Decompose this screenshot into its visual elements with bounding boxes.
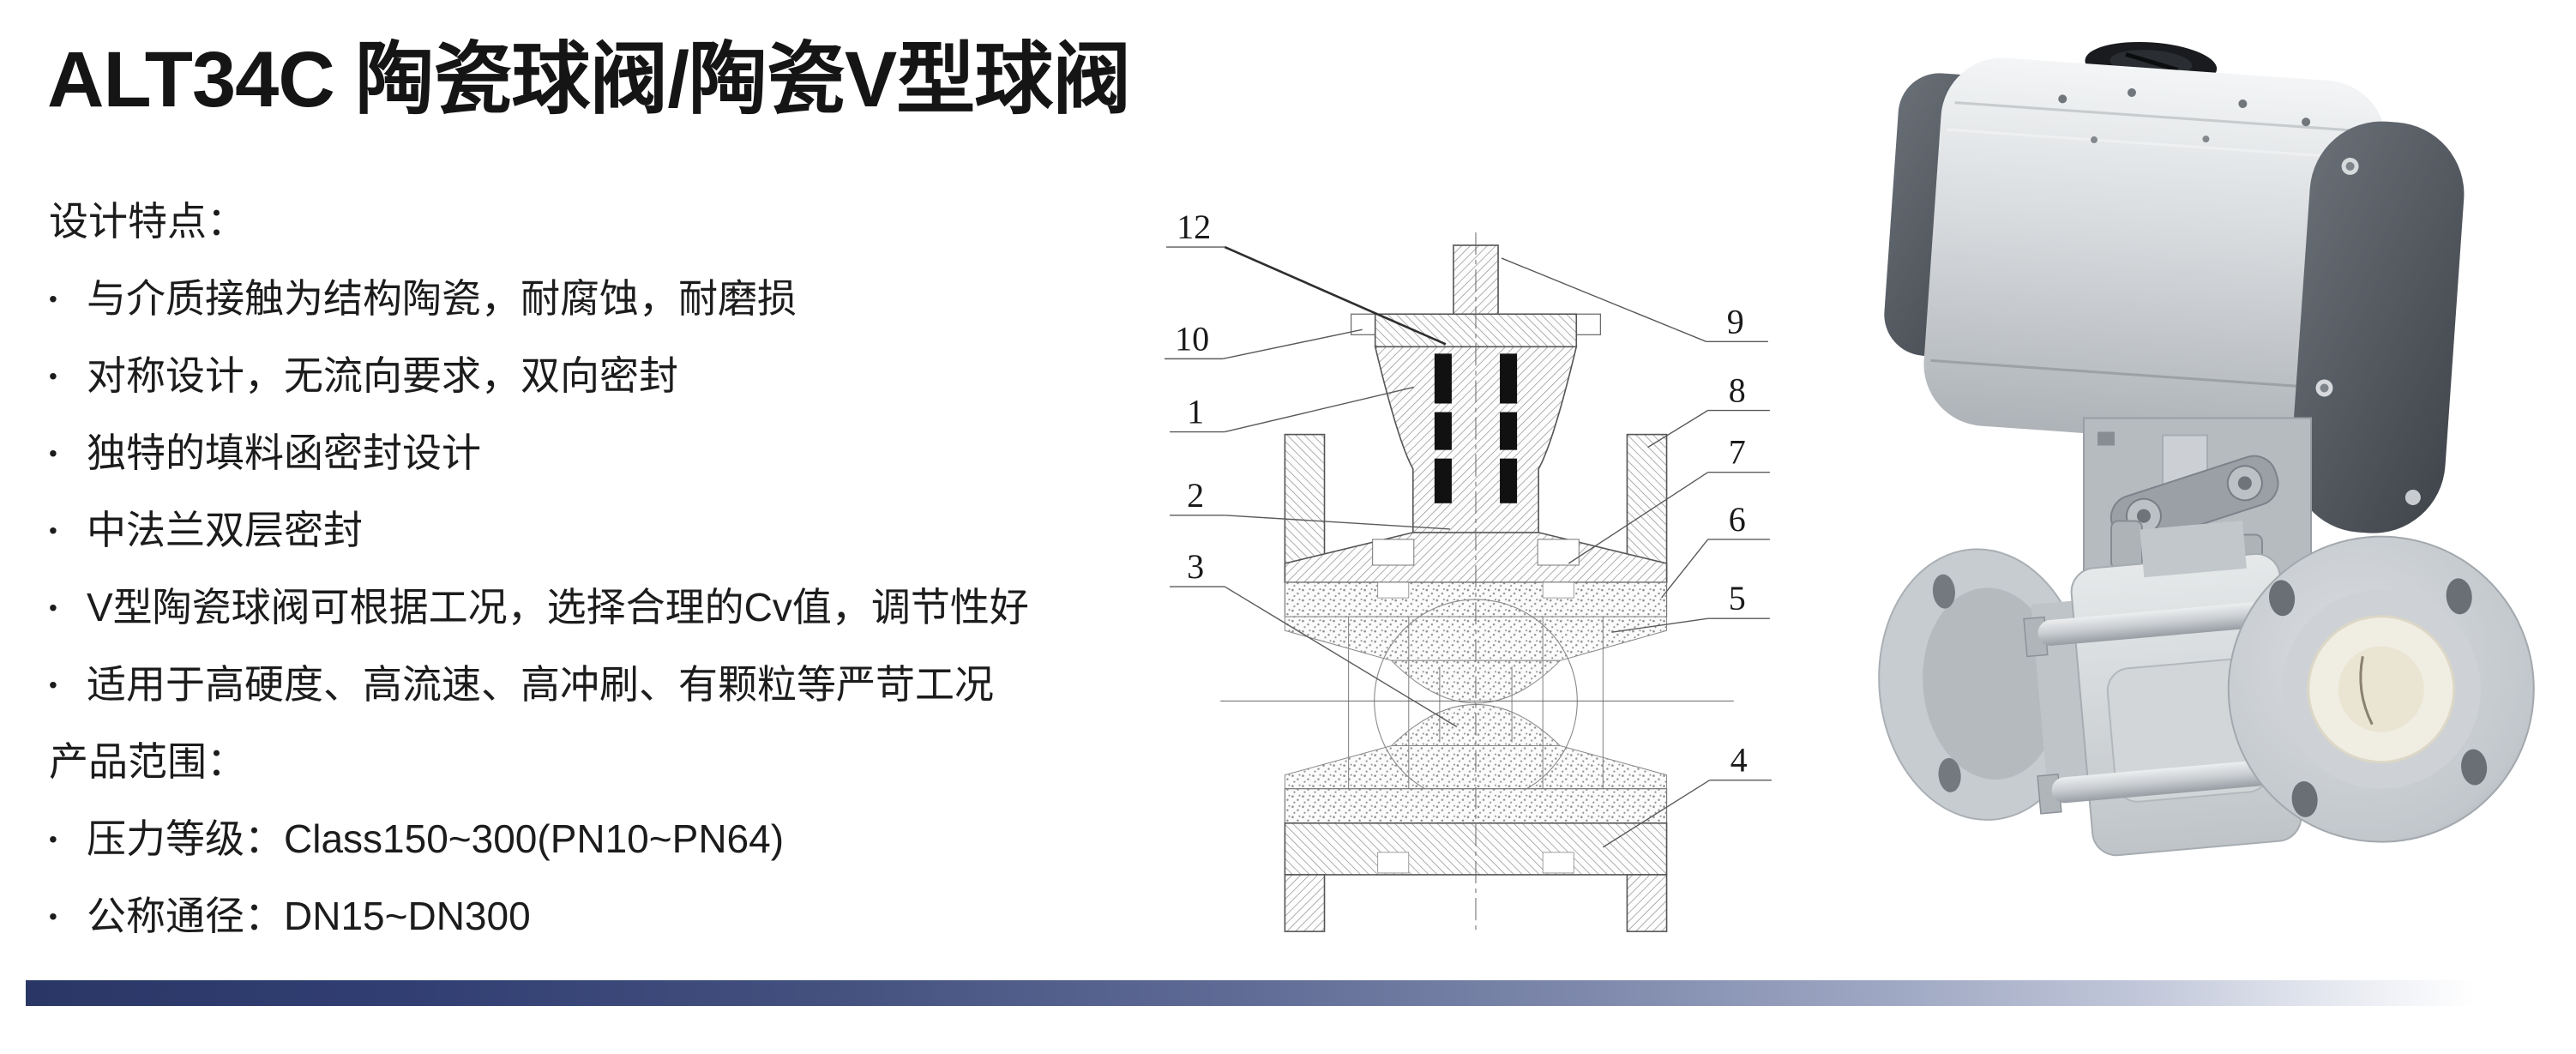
list-item-text: 压力等级：Class150~300(PN10~PN64)	[87, 816, 785, 861]
callout-label: 8	[1729, 371, 1746, 410]
list-item: • 压力等级：Class150~300(PN10~PN64)	[49, 800, 1198, 877]
bullet-icon: •	[49, 826, 57, 852]
list-item-text: V型陶瓷球阀可根据工况，选择合理的Cv值，调节性好	[87, 585, 1029, 629]
features-section: 设计特点： • 与介质接触为结构陶瓷，耐腐蚀，耐磨损 • 对称设计，无流向要求，双向…	[49, 183, 1198, 955]
callout-label: 9	[1727, 302, 1744, 340]
bullet-icon: •	[49, 286, 57, 312]
bullet-icon: •	[49, 672, 57, 698]
pneumatic-actuator	[1884, 41, 2465, 533]
valve-product-photo	[1827, 13, 2538, 952]
list-item: • 与介质接触为结构陶瓷，耐腐蚀，耐磨损	[49, 260, 1198, 337]
gland-plate	[1350, 313, 1601, 348]
right-flange	[2227, 535, 2535, 843]
callout-label: 3	[1187, 547, 1204, 586]
callout-label: 7	[1729, 433, 1746, 472]
features-heading: 设计特点：	[49, 183, 1198, 260]
actuator-cylinder-body	[1923, 57, 2386, 449]
bullet-icon: •	[49, 517, 57, 544]
callout-label: 5	[1729, 579, 1746, 617]
range-heading: 产品范围：	[49, 723, 1198, 800]
list-item-text: 适用于高硬度、高流速、高冲刷、有颗粒等严苛工况	[87, 662, 994, 707]
list-item: • V型陶瓷球阀可根据工况，选择合理的Cv值，调节性好	[49, 569, 1198, 646]
product-photo-svg	[1878, 41, 2535, 857]
features-heading-text: 设计特点：	[49, 199, 246, 244]
actuator-right-cap	[2290, 121, 2465, 533]
callout-label: 10	[1175, 319, 1209, 358]
list-item-text: 中法兰双层密封	[87, 508, 363, 552]
valve-cross-section-diagram: 12 10 1 2 3 9 8 7 6 5 4	[1156, 182, 1809, 945]
list-item-text: 与介质接触为结构陶瓷，耐腐蚀，耐磨损	[87, 276, 797, 321]
list-item: • 独特的填料函密封设计	[49, 414, 1198, 491]
bullet-icon: •	[49, 440, 57, 467]
packing-rings	[1434, 353, 1518, 503]
centerlines	[1220, 232, 1734, 936]
list-item-text: 对称设计，无流向要求，双向密封	[87, 353, 678, 398]
callout-label: 1	[1187, 393, 1204, 431]
callout-numbers: 12 10 1 2 3 9 8 7 6 5 4	[1175, 208, 1748, 780]
list-item: • 公称通径：DN15~DN300	[49, 877, 1198, 955]
footer-gradient-bar	[26, 980, 2550, 1006]
valve-body-assembly	[1878, 520, 2535, 857]
ceramic-bore	[2338, 646, 2424, 732]
list-item-text: 公称通径：DN15~DN300	[87, 894, 531, 938]
callout-label: 2	[1187, 476, 1204, 515]
range-heading-text: 产品范围：	[49, 739, 246, 784]
page-title: ALT34C 陶瓷球阀/陶瓷V型球阀	[47, 36, 1131, 123]
bullet-icon: •	[49, 903, 57, 930]
bullet-icon: •	[49, 363, 57, 389]
list-item-text: 独特的填料函密封设计	[87, 431, 481, 475]
list-item: • 中法兰双层密封	[49, 491, 1198, 569]
body-top-flange	[1284, 433, 1668, 583]
list-item: • 适用于高硬度、高流速、高冲刷、有颗粒等严苛工况	[49, 646, 1198, 723]
callout-label: 4	[1730, 741, 1748, 780]
bullet-icon: •	[49, 594, 57, 621]
callout-leaders	[1165, 245, 1772, 848]
callout-label: 12	[1177, 208, 1211, 246]
callout-label: 6	[1729, 500, 1746, 539]
cross-section-svg: 12 10 1 2 3 9 8 7 6 5 4	[1165, 208, 1772, 936]
list-item: • 对称设计，无流向要求，双向密封	[49, 337, 1198, 414]
